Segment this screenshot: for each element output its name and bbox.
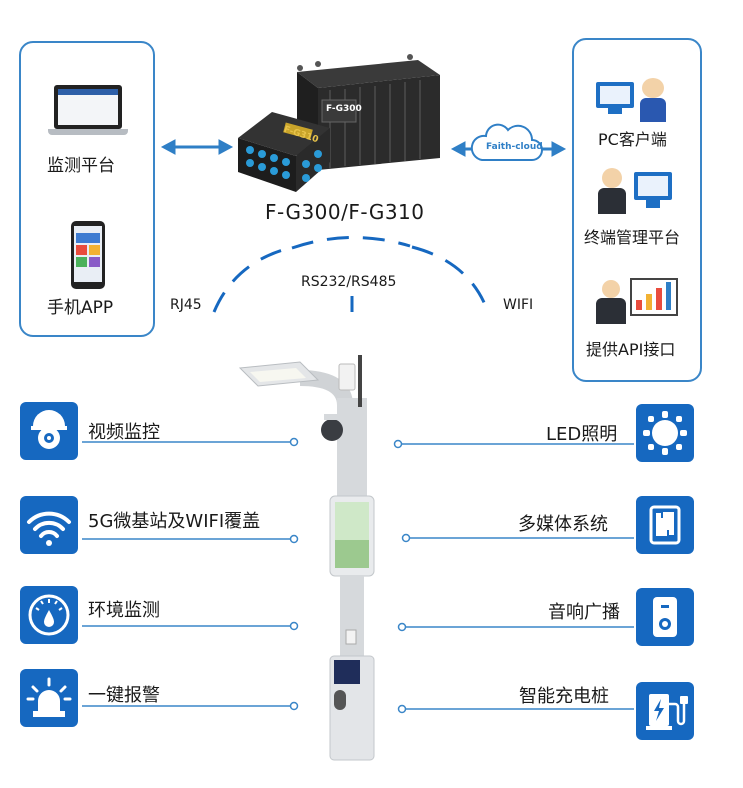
protocol-rs232-rs485: RS232/RS485: [301, 274, 397, 290]
video-surveillance-feature-icon: [20, 402, 78, 460]
right-panel: PC客户端 终端管理平台 提供API接口: [572, 38, 702, 382]
environment-monitoring-label: 环境监测: [88, 600, 160, 621]
multimedia-label: 多媒体系统: [518, 514, 608, 535]
smart-charging-feature-icon: [636, 682, 694, 740]
left-double-arrow: [160, 139, 234, 155]
protocol-wifi: WIFI: [503, 297, 534, 313]
laptop-icon: [48, 85, 128, 143]
pc-client-label: PC客户端: [598, 130, 667, 149]
5g-wifi-label: 5G微基站及WIFI覆盖: [88, 511, 261, 532]
device-model-title: F-G300/F-G310: [265, 200, 425, 224]
phone-icon: [71, 221, 105, 289]
left-connectors: [82, 437, 299, 711]
pc-client-icon: [596, 78, 676, 122]
device-f-g300-icon: [297, 54, 440, 170]
video-surveillance-label: 视频监控: [88, 422, 160, 443]
emergency-alarm-label: 一键报警: [88, 685, 160, 706]
device-f-g300-label: F-G300: [326, 104, 362, 114]
mobile-app-label: 手机APP: [47, 298, 114, 318]
api-interface-label: 提供API接口: [586, 340, 676, 359]
left-panel: 监测平台 手机APP: [19, 41, 155, 337]
signal-arcs: [212, 236, 490, 313]
cloud-icon: [470, 123, 543, 161]
audio-broadcast-label: 音响广播: [548, 602, 620, 623]
smart-pole: [238, 355, 375, 761]
led-lighting-feature-icon: [636, 404, 694, 462]
terminal-management-label: 终端管理平台: [584, 228, 681, 247]
led-lighting-label: LED照明: [546, 424, 618, 445]
emergency-alarm-feature-icon: [20, 669, 78, 727]
audio-broadcast-feature-icon: [636, 588, 694, 646]
right-connectors: [393, 439, 634, 714]
wifi-feature-icon: [20, 496, 78, 554]
cloud-label: Faith-cloud: [486, 142, 543, 152]
terminal-platform-icon: [598, 168, 676, 214]
multimedia-feature-icon: [636, 496, 694, 554]
api-interface-icon: [596, 278, 678, 326]
environment-monitoring-feature-icon: [20, 586, 78, 644]
smart-charging-label: 智能充电桩: [519, 686, 609, 707]
protocol-rj45: RJ45: [170, 297, 202, 313]
monitor-platform-label: 监测平台: [47, 156, 115, 176]
device-f-g310-icon: [238, 112, 330, 192]
